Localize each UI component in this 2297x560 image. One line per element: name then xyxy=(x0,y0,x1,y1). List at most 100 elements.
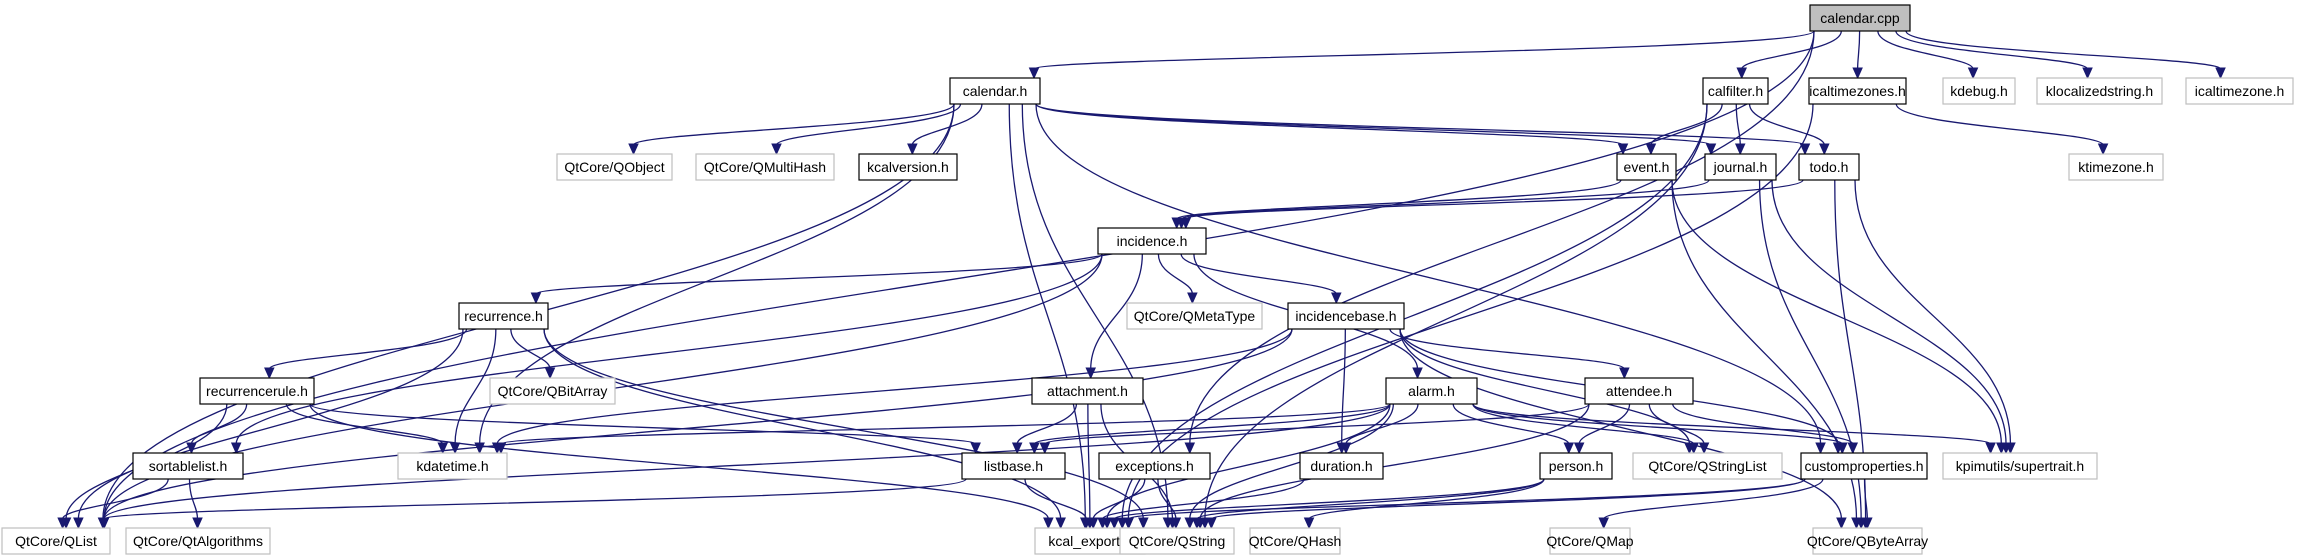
arrowhead-recurrencerule_h-to-kdatetime_h xyxy=(437,442,448,455)
node-alarm-h[interactable]: alarm.h xyxy=(1385,377,1478,405)
node-customproperties-h[interactable]: customproperties.h xyxy=(1800,452,1928,480)
edge-recurrencerule_h-to-listbase_h xyxy=(309,403,977,445)
node-box[interactable] xyxy=(1287,302,1405,330)
node-duration-h[interactable]: duration.h xyxy=(1299,452,1384,480)
arrowhead-calendar_cpp-to-icaltimezones_h xyxy=(1852,67,1863,80)
edge-incidence_h-to-qmetatype xyxy=(1157,253,1194,295)
edge-alarm_h-to-qstringlist xyxy=(1472,403,1695,445)
nodes-layer: calendar.cpp calendar.h calfilter.h icaltim… xyxy=(1,4,2294,555)
edge-exceptions_h-to-kcal_export_h xyxy=(1092,478,1146,520)
edge-incidencebase_h-to-duration_h xyxy=(1341,328,1346,445)
node-kcalversion-h[interactable]: kcalversion.h xyxy=(858,153,958,181)
node-box[interactable] xyxy=(858,153,958,181)
node-incidencebase-h[interactable]: incidencebase.h xyxy=(1287,302,1405,330)
node-icaltimezones-h[interactable]: icaltimezones.h xyxy=(1808,77,1907,105)
node-label: QtCore/QHash xyxy=(1249,533,1342,549)
edge-listbase_h-to-kcal_export_h xyxy=(1024,478,1087,520)
node-person-h[interactable]: person.h xyxy=(1539,452,1613,480)
node-recurrencerule-h[interactable]: recurrencerule.h xyxy=(199,377,315,405)
node-box[interactable] xyxy=(1809,4,1911,32)
arrowhead-calendar_h-to-customproperties_h xyxy=(1815,442,1826,455)
node-box[interactable] xyxy=(1097,227,1207,255)
edge-calendar_cpp-to-kdebug_h xyxy=(1877,30,1974,70)
node-box[interactable] xyxy=(458,302,549,330)
node-calfilter-h[interactable]: calfilter.h xyxy=(1702,77,1769,105)
node-label: duration.h xyxy=(1310,458,1372,474)
node-icaltimezone-h: icaltimezone.h xyxy=(2185,77,2294,105)
arrowhead-alarm_h-to-qstring xyxy=(1184,517,1195,530)
node-attachment-h[interactable]: attachment.h xyxy=(1031,377,1144,405)
edge-calfilter_h-to-qstring xyxy=(1204,103,1708,520)
edge-incidence_h-to-recurrence_h xyxy=(535,253,1103,295)
edge-recurrencerule_h-to-kcal_export_h xyxy=(309,403,1049,520)
node-box[interactable] xyxy=(132,452,244,480)
arrowhead-customproperties_h-to-qstring xyxy=(1206,517,1217,530)
node-label: sortablelist.h xyxy=(149,458,228,474)
node-label: QtCore/QBitArray xyxy=(498,383,608,399)
node-exceptions-h[interactable]: exceptions.h xyxy=(1098,452,1211,480)
arrowhead-calfilter_h-to-journal_h xyxy=(1734,143,1746,156)
node-label: QtCore/QString xyxy=(1129,533,1225,549)
node-label: calendar.h xyxy=(963,83,1028,99)
node-journal-h[interactable]: journal.h xyxy=(1704,153,1777,181)
node-box[interactable] xyxy=(1098,452,1211,480)
edge-recurrence_h-to-kdatetime_h xyxy=(454,328,497,445)
node-label: listbase.h xyxy=(984,458,1043,474)
node-box[interactable] xyxy=(1808,77,1907,105)
arrowhead-sortablelist_h-to-qlist xyxy=(57,517,68,530)
node-box[interactable] xyxy=(1539,452,1613,480)
node-box[interactable] xyxy=(1616,153,1677,181)
node-box[interactable] xyxy=(1704,153,1777,181)
node-box[interactable] xyxy=(1031,377,1144,405)
node-box[interactable] xyxy=(961,452,1066,480)
arrowhead-customproperties_h-to-qmap xyxy=(1598,517,1609,530)
arrowhead-recurrencerule_h-to-listbase_h xyxy=(970,442,981,455)
node-box[interactable] xyxy=(1385,377,1478,405)
node-sortablelist-h[interactable]: sortablelist.h xyxy=(132,452,244,480)
node-calendar-cpp[interactable]: calendar.cpp xyxy=(1809,4,1911,32)
arrowhead-recurrence_h-to-qbitarray xyxy=(544,367,556,380)
node-box[interactable] xyxy=(1798,153,1860,181)
node-supertrait-h: kpimutils/supertrait.h xyxy=(1942,452,2098,480)
edge-customproperties_h-to-kcal_export_h xyxy=(1128,478,1806,520)
node-incidence-h[interactable]: incidence.h xyxy=(1097,227,1207,255)
node-box[interactable] xyxy=(1584,377,1694,405)
node-listbase-h[interactable]: listbase.h xyxy=(961,452,1066,480)
edge-customproperties_h-to-qbytearray xyxy=(1863,478,1868,520)
edge-journal_h-to-supertrait_h xyxy=(1771,179,2007,445)
node-box xyxy=(1,527,111,555)
edge-calendar_cpp-to-icaltimezones_h xyxy=(1856,30,1861,70)
node-kdebug-h: kdebug.h xyxy=(1942,77,2016,105)
node-box xyxy=(489,377,616,405)
edge-alarm_h-to-duration_h xyxy=(1345,403,1419,445)
arrowhead-recurrence_h-to-qstring xyxy=(1138,517,1149,530)
arrowhead-alarm_h-to-person_h xyxy=(1563,442,1575,455)
arrowhead-calendar_cpp-to-exceptions_h xyxy=(1184,442,1196,455)
edge-calendar_h-to-journal_h xyxy=(1035,103,1712,146)
node-todo-h[interactable]: todo.h xyxy=(1798,153,1860,181)
arrowhead-calendar_h-to-qmultihash xyxy=(771,143,782,156)
node-attendee-h[interactable]: attendee.h xyxy=(1584,377,1694,405)
arrowhead-incidence_h-to-recurrence_h xyxy=(530,292,542,305)
arrowhead-person_h-to-kcal_export_h xyxy=(1109,517,1120,530)
node-label: attendee.h xyxy=(1606,383,1672,399)
node-box[interactable] xyxy=(1800,452,1928,480)
edge-recurrence_h-to-qstring xyxy=(543,328,1144,520)
node-box[interactable] xyxy=(1299,452,1384,480)
node-box xyxy=(2185,77,2294,105)
arrowhead-alarm_h-to-kdatetime_h xyxy=(495,442,507,455)
node-label: incidencebase.h xyxy=(1295,308,1396,324)
edge-calendar_h-to-qstring xyxy=(1021,103,1169,520)
node-event-h[interactable]: event.h xyxy=(1616,153,1677,181)
arrowhead-alarm_h-to-listbase_h xyxy=(1029,442,1040,455)
node-box xyxy=(1942,452,2098,480)
node-label: attachment.h xyxy=(1047,383,1128,399)
node-box[interactable] xyxy=(199,377,315,405)
node-ktimezone-h: ktimezone.h xyxy=(2068,153,2164,181)
node-calendar-h[interactable]: calendar.h xyxy=(949,77,1041,105)
node-box[interactable] xyxy=(949,77,1041,105)
node-recurrence-h[interactable]: recurrence.h xyxy=(458,302,549,330)
arrowhead-recurrence_h-to-kcal_export_h xyxy=(1055,517,1066,530)
edge-alarm_h-to-supertrait_h xyxy=(1472,403,1992,445)
node-box[interactable] xyxy=(1702,77,1769,105)
